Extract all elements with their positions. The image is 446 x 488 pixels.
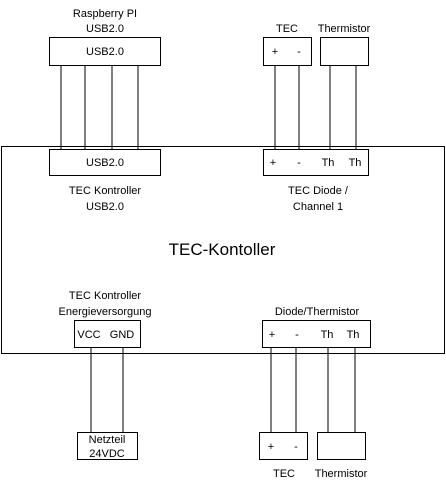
bottom-tec-minus: - bbox=[294, 441, 298, 453]
thermistor-pin-th-1: Th bbox=[321, 329, 334, 341]
power-caption-2: Energieversorgung bbox=[59, 306, 152, 318]
diode-caption-2: Channel 1 bbox=[293, 201, 343, 213]
power-connector-box bbox=[74, 320, 141, 348]
usb-cable bbox=[60, 66, 139, 149]
diode-pin-th-1: Th bbox=[322, 157, 335, 169]
top-tec-minus: - bbox=[297, 46, 301, 58]
controller-usb-box bbox=[49, 149, 161, 176]
raspberry-subtitle: USB2.0 bbox=[86, 23, 124, 35]
bottom-tec-label: TEC bbox=[273, 468, 295, 480]
diode-connector-box bbox=[263, 149, 369, 176]
bottom-thermistor-box bbox=[317, 432, 366, 460]
controller-frame bbox=[1, 146, 445, 354]
power-wires bbox=[90, 348, 124, 432]
power-pin-vcc: VCC bbox=[77, 329, 100, 341]
diode-caption-1: TEC Diode / bbox=[288, 185, 349, 197]
diode-pin-th-2: Th bbox=[349, 157, 362, 169]
thermistor-connector-box bbox=[262, 320, 371, 348]
thermistor-pin-minus: - bbox=[295, 329, 299, 341]
top-tec-box bbox=[263, 37, 312, 66]
controller-usb-caption-2: USB2.0 bbox=[86, 201, 124, 213]
top-tec-title: TEC bbox=[276, 23, 298, 35]
diode-pin-plus: + bbox=[270, 157, 276, 169]
psu-line-2: 24VDC bbox=[89, 448, 125, 460]
top-tec-wires bbox=[274, 66, 300, 149]
power-pin-gnd: GND bbox=[110, 329, 135, 341]
bottom-tec-wires bbox=[270, 348, 297, 432]
psu-line-1: Netzteil bbox=[89, 434, 126, 446]
top-tec-plus: + bbox=[272, 46, 278, 58]
top-thermistor-title: Thermistor bbox=[318, 23, 371, 35]
psu-box bbox=[77, 432, 138, 460]
controller-usb-caption-1: TEC Kontroller bbox=[69, 185, 141, 197]
diode-pin-minus: - bbox=[297, 157, 301, 169]
bottom-thermistor-wires bbox=[327, 348, 356, 432]
bottom-thermistor-label: Thermistor bbox=[315, 468, 368, 480]
raspberry-usb-box bbox=[49, 37, 161, 66]
top-thermistor-box bbox=[320, 37, 369, 66]
top-thermistor-wires bbox=[329, 66, 357, 149]
thermistor-pin-th-2: Th bbox=[347, 329, 360, 341]
raspberry-usb-label: USB2.0 bbox=[86, 46, 124, 58]
bottom-tec-plus: + bbox=[268, 441, 274, 453]
controller-usb-label: USB2.0 bbox=[86, 157, 124, 169]
bottom-tec-box bbox=[259, 432, 308, 460]
power-caption-1: TEC Kontroller bbox=[69, 290, 141, 302]
thermistor-caption: Diode/Thermistor bbox=[275, 306, 360, 318]
controller-title: TEC-Kontoller bbox=[169, 240, 276, 259]
thermistor-pin-plus: + bbox=[269, 329, 275, 341]
raspberry-title: Raspberry PI bbox=[73, 8, 137, 20]
